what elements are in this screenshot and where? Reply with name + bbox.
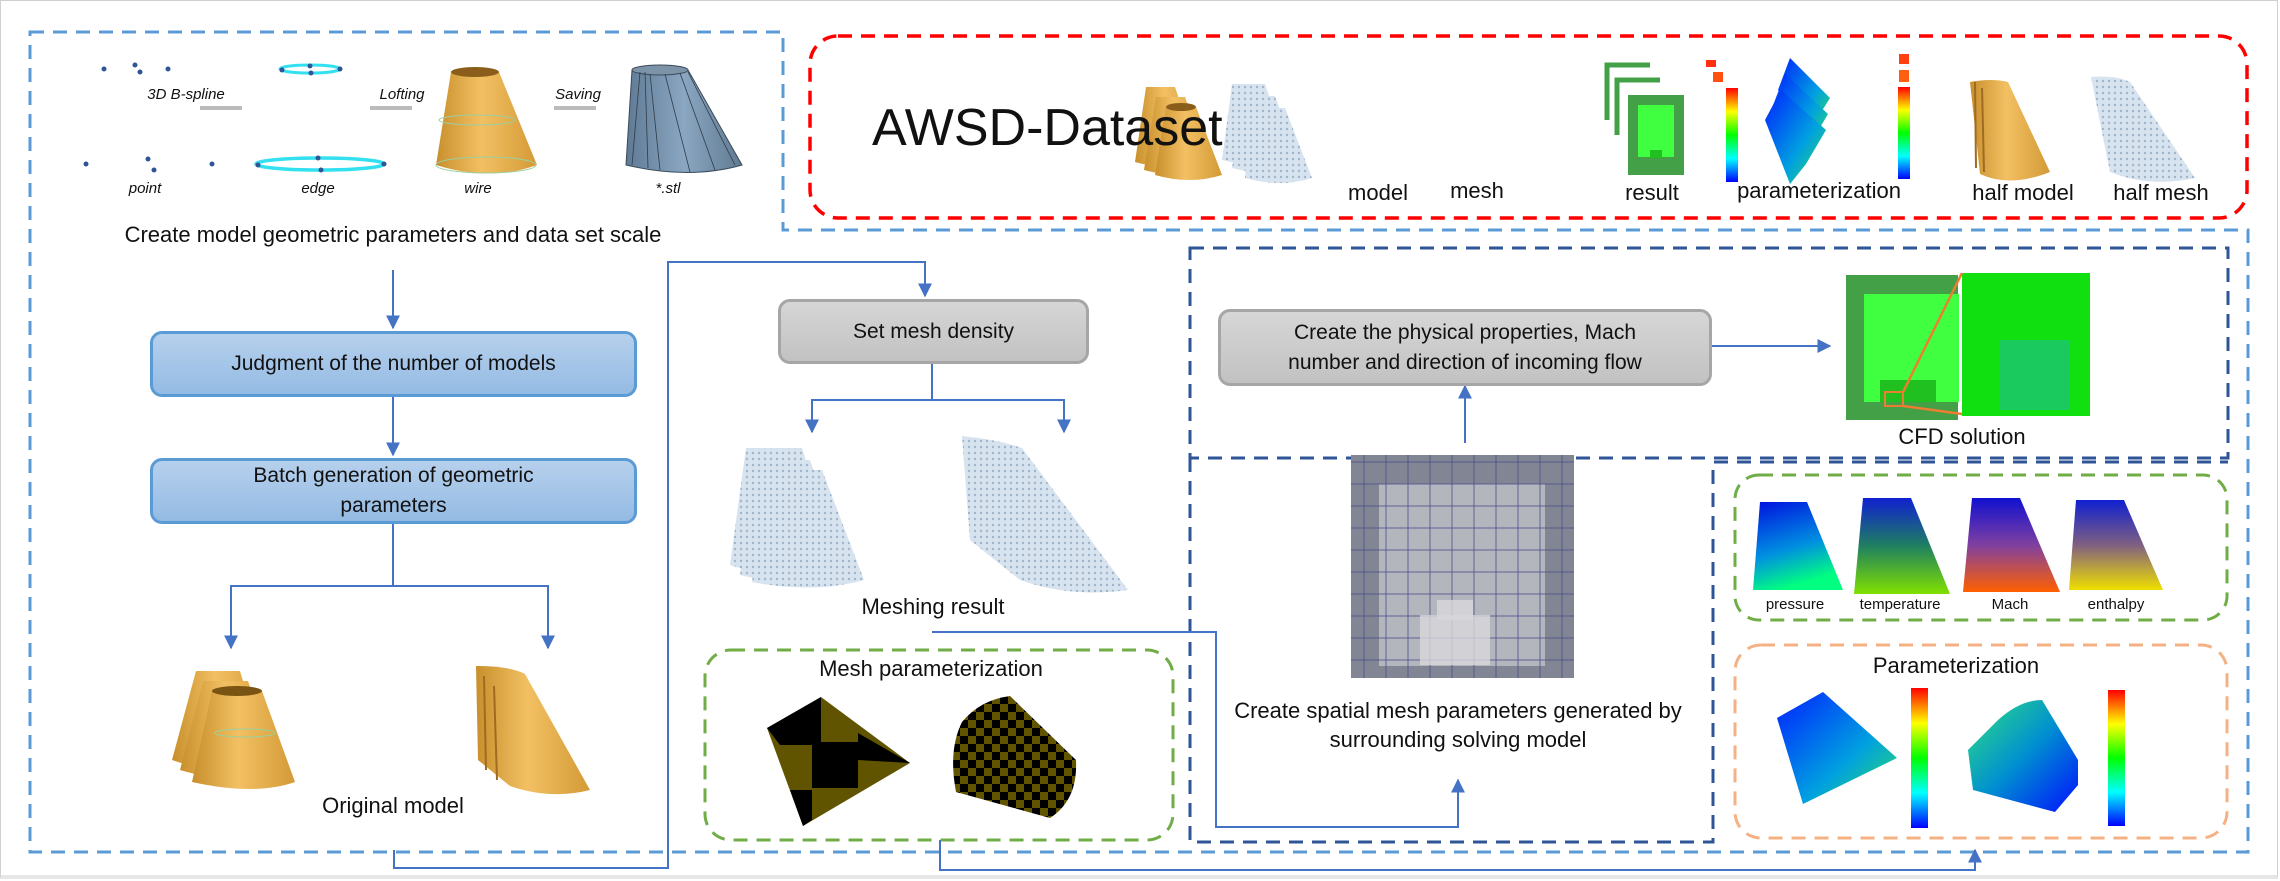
dataset-parameterization-icon	[1765, 54, 1910, 184]
dataset-label-parameterization: parameterization	[1737, 178, 1901, 203]
field-label-mach: Mach	[1991, 596, 2029, 613]
dataset-label-half-model: half model	[1972, 180, 2074, 205]
dataset-half-model-icon	[1970, 80, 2050, 181]
cfd-solution-caption: CFD solution	[1898, 424, 2026, 449]
stl-cone-icon	[625, 64, 743, 173]
arrow-label-lofting: Lofting	[379, 86, 425, 103]
outer-dashed-frame	[28, 30, 2250, 854]
field-mach-icon	[1963, 498, 2060, 592]
pipeline-arrows	[200, 106, 596, 110]
dataset-model-icon	[1135, 87, 1222, 180]
batch-label-line2: parameters	[340, 494, 447, 517]
step-label-point: point	[128, 180, 162, 197]
field-label-temperature: temperature	[1859, 596, 1941, 613]
meshing-result-caption: Meshing result	[861, 594, 1005, 619]
dataset-label-mesh: mesh	[1450, 178, 1504, 203]
step-label-wire: wire	[464, 180, 492, 197]
arrow-label-bspline: 3D B-spline	[147, 86, 225, 103]
original-model-halves-icon	[476, 666, 590, 795]
dataset-title: AWSD-Dataset	[872, 99, 1223, 157]
physical-label-line1: Create the physical properties, Mach	[1294, 320, 1636, 344]
step-label-stl: *.stl	[655, 180, 681, 197]
parameterization-title: Parameterization	[1872, 653, 2040, 678]
set-mesh-density-box: Set mesh density	[778, 299, 1089, 364]
parameterization-plot-1	[1777, 688, 1928, 828]
original-model-caption: Original model	[322, 793, 464, 818]
wire-cone-icon	[435, 67, 537, 174]
point-cloud-icon	[83, 62, 215, 173]
mesh-param-frame	[703, 648, 1175, 842]
meshing-result-cones-icon	[730, 448, 864, 588]
dataset-frame	[808, 34, 2249, 220]
arrow-label-saving: Saving	[555, 86, 601, 103]
field-temperature-icon	[1854, 498, 1950, 594]
original-model-cones-icon	[172, 671, 295, 789]
spatial-mesh-caption-line1: Create spatial mesh parameters generated…	[1234, 698, 1682, 723]
judgment-label: Judgment of the number of models	[231, 352, 556, 375]
step-label-edge: edge	[301, 180, 335, 197]
cfd-solution-image	[1846, 272, 2090, 420]
batch-generation-box: Batch generation of geometric parameters	[150, 458, 637, 524]
dataset-label-result: result	[1625, 180, 1679, 205]
coarse-checker-parameterization-icon	[767, 697, 910, 826]
dataset-result-icon	[1604, 60, 1738, 182]
fine-checker-parameterization-icon	[953, 696, 1077, 818]
field-label-enthalpy: enthalpy	[2087, 596, 2145, 613]
field-enthalpy-icon	[2069, 500, 2163, 590]
left-flow-connectors	[224, 261, 1982, 871]
spatial-mesh-caption-line2: surrounding solving model	[1329, 727, 1587, 752]
dataset-label-half-mesh: half mesh	[2113, 180, 2209, 205]
dataset-mesh-icon	[1222, 84, 1312, 183]
field-pressure-icon	[1753, 502, 1843, 590]
edge-icon	[254, 63, 387, 173]
set-mesh-density-label: Set mesh density	[852, 319, 1015, 343]
batch-label-line1: Batch generation of geometric	[253, 464, 534, 487]
fields-frame	[1733, 473, 2229, 622]
dataset-label-model: model	[1348, 180, 1408, 205]
parameterization-plot-2	[1968, 690, 2125, 826]
dataset-half-mesh-icon	[2091, 76, 2195, 182]
physical-label-line2: number and direction of incoming flow	[1288, 350, 1642, 374]
cfd-lower-frame	[1188, 458, 2228, 844]
physical-properties-box: Create the physical properties, Mach num…	[1218, 309, 1712, 386]
judgment-box: Judgment of the number of models	[150, 331, 637, 397]
mesh-parameterization-title: Mesh parameterization	[819, 656, 1043, 681]
field-label-pressure: pressure	[1765, 596, 1825, 613]
spatial-mesh-image	[1351, 455, 1574, 678]
param-frame	[1733, 643, 2229, 840]
cfd-frame	[1188, 246, 2230, 460]
meshing-result-halves-icon	[962, 436, 1128, 593]
top-pipeline-caption: Create model geometric parameters and da…	[124, 222, 662, 247]
